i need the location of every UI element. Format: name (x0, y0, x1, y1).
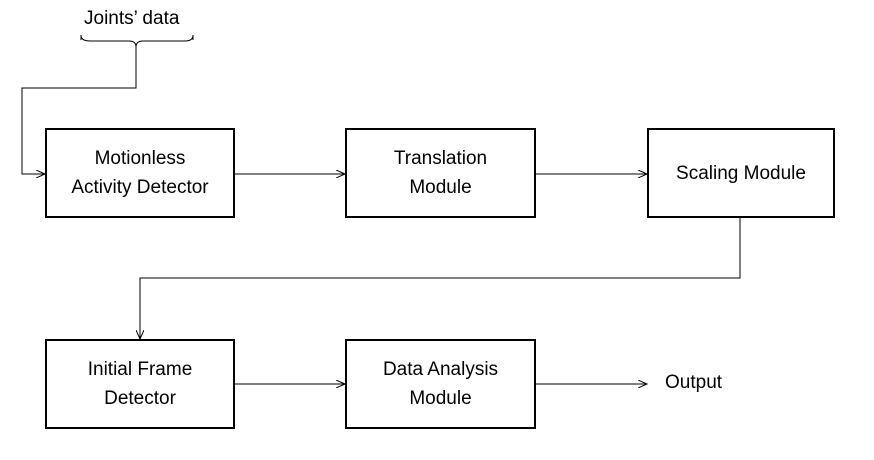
input-brace (80, 34, 194, 48)
motionless-activity-detector-block: Motionless Activity Detector (45, 128, 235, 218)
arrow-input-to-motionless (21, 47, 137, 174)
scaling-module-block: Scaling Module (647, 128, 835, 218)
output-label: Output (665, 372, 723, 393)
initial-frame-detector-block: Initial Frame Detector (45, 339, 235, 429)
input-label: Joints’ data (84, 8, 180, 29)
translation-module-block: Translation Module (345, 128, 536, 218)
data-analysis-module-block: Data Analysis Module (345, 339, 536, 429)
arrow-scaling-to-initial-frame (140, 218, 741, 339)
